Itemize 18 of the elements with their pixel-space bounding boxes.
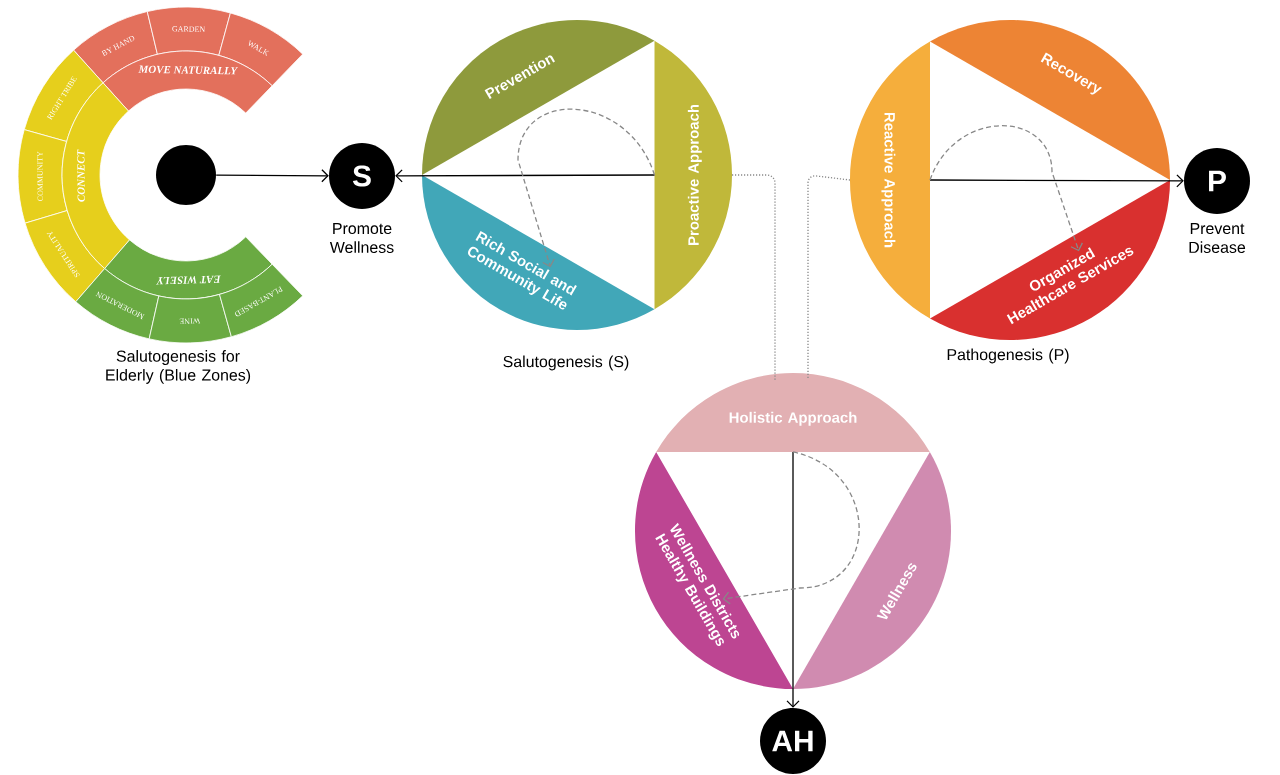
dotted-connector: [807, 175, 851, 381]
dotted-connector: [731, 174, 776, 381]
arrow: [786, 451, 800, 708]
node-label: Prevent Disease: [1189, 222, 1246, 253]
circle-segment: Proactive Approach: [654, 40, 733, 310]
curved-arrow: [517, 108, 656, 268]
arrow: [215, 169, 329, 183]
caption: Pathogenesis (P): [947, 348, 1069, 364]
arrow: [929, 174, 1184, 188]
circle-segment: Holistic Approach: [656, 372, 930, 452]
caption: Salutogenesis for Elderly (Blue Zones): [106, 350, 251, 384]
arrow: [395, 169, 656, 183]
curved-arrow: [722, 451, 860, 605]
circle-segment: Reactive Approach: [850, 41, 930, 319]
caption: Salutogenesis (S): [503, 355, 629, 371]
curved-arrow: [929, 125, 1083, 252]
node-label: Promote Wellness: [329, 222, 394, 253]
dot: [156, 145, 216, 205]
